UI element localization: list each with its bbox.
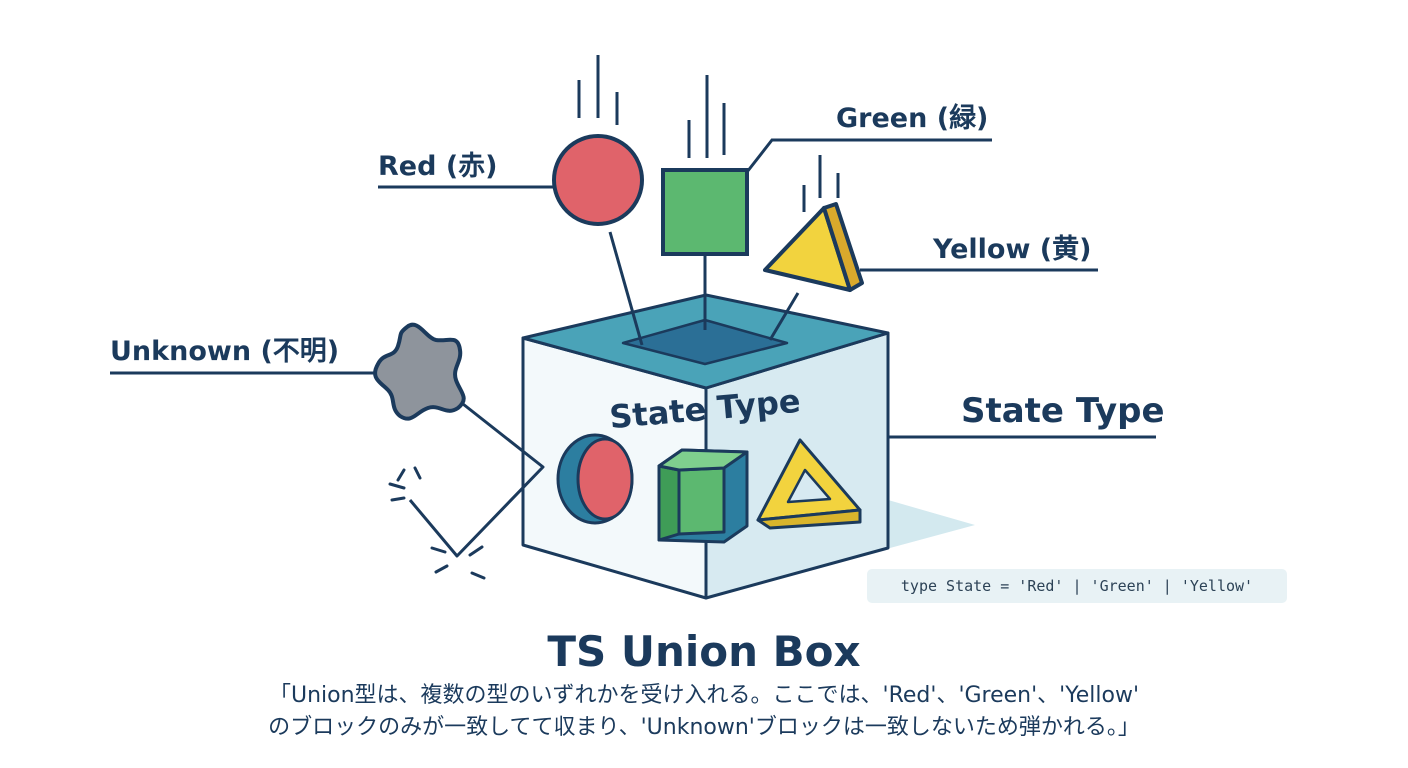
- green-leader-line: [745, 138, 992, 173]
- red-label: Red (赤): [378, 151, 498, 182]
- green-label: Green (緑): [836, 102, 988, 134]
- description: 「Union型は、複数の型のいずれかを受け入れる。ここでは、'Red'、'Gre…: [0, 680, 1408, 744]
- triangle-slot-icon: [756, 438, 862, 530]
- code-snippet: type State = 'Red' | 'Green' | 'Yellow': [867, 569, 1287, 603]
- unknown-blob-icon: [373, 322, 466, 421]
- description-line-2: のブロックのみが一致してて収まり、'Unknown'ブロックは一致しないため弾か…: [268, 715, 1140, 740]
- green-square-icon: [661, 75, 749, 330]
- rejection-path: [408, 402, 545, 558]
- unknown-label: Unknown (不明): [110, 336, 339, 367]
- red-circle-icon: [552, 55, 644, 346]
- description-line-1: 「Union型は、複数の型のいずれかを受け入れる。ここでは、'Red'、'Gre…: [268, 683, 1139, 708]
- yellow-triangle-icon: [763, 155, 864, 341]
- impact-spark-icon: [388, 466, 486, 580]
- page-title: TS Union Box: [547, 627, 861, 676]
- state-type-label: State Type: [961, 391, 1165, 431]
- circle-slot-icon: [556, 433, 634, 525]
- yellow-label: Yellow (黄): [932, 234, 1091, 265]
- square-slot-icon: [657, 448, 749, 544]
